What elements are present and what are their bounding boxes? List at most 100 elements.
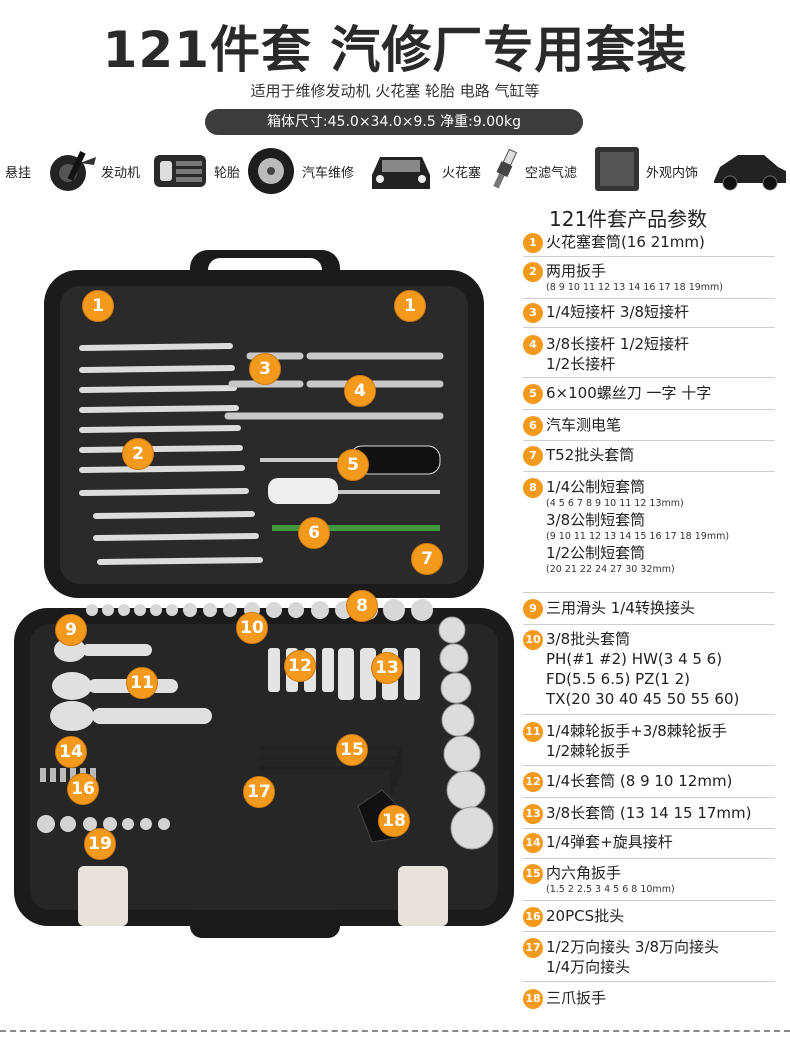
param-num: 7 bbox=[523, 446, 543, 466]
param-num: 2 bbox=[523, 262, 543, 282]
divider bbox=[523, 298, 775, 299]
callout-1b: 1 bbox=[394, 290, 426, 322]
param-detail: (20 21 22 24 27 30 32mm) bbox=[546, 564, 675, 575]
param-num: 8 bbox=[523, 478, 543, 498]
param-num: 11 bbox=[523, 722, 543, 742]
use-label-spark-plug: 火花塞 bbox=[442, 166, 482, 181]
callout-19: 19 bbox=[84, 828, 116, 860]
divider bbox=[523, 471, 775, 472]
param-num: 14 bbox=[523, 833, 543, 853]
use-label-air-filter: 空滤气滤 bbox=[525, 166, 578, 181]
callout-12: 12 bbox=[284, 650, 316, 682]
param-item-2: 2 两用扳手 (8 9 10 11 12 13 14 16 17 18 19mm… bbox=[523, 261, 788, 294]
callout-6: 6 bbox=[298, 517, 330, 549]
param-text: 1/4公制短套筒 bbox=[546, 478, 646, 496]
param-num: 13 bbox=[523, 804, 543, 824]
param-text: 三爪扳手 bbox=[546, 989, 607, 1007]
param-text: 3/8长接杆 1/2短接杆 bbox=[546, 335, 690, 353]
callout-15: 15 bbox=[336, 734, 368, 766]
divider bbox=[523, 592, 775, 593]
callout-2: 2 bbox=[122, 438, 154, 470]
param-item-11: 11 1/4棘轮扳手+3/8棘轮扳手 1/2棘轮扳手 bbox=[523, 721, 788, 761]
divider bbox=[523, 858, 775, 859]
param-item-9: 9 三用滑头 1/4转换接头 bbox=[523, 598, 788, 619]
callout-9: 9 bbox=[55, 614, 87, 646]
callout-14: 14 bbox=[55, 736, 87, 768]
callout-4: 4 bbox=[344, 375, 376, 407]
divider bbox=[523, 981, 775, 982]
param-text: 1/2长接杆 bbox=[546, 355, 616, 373]
params-title: 121件套产品参数 bbox=[549, 207, 708, 231]
callout-13: 13 bbox=[371, 652, 403, 684]
param-num: 17 bbox=[523, 938, 543, 958]
param-text: 3/8公制短套筒 bbox=[546, 511, 646, 529]
callout-10: 10 bbox=[236, 612, 268, 644]
param-item-3: 3 1/4短接杆 3/8短接杆 bbox=[523, 302, 788, 323]
use-label-engine: 发动机 bbox=[101, 166, 141, 181]
use-label-tire: 轮胎 bbox=[214, 166, 241, 181]
param-text: 20PCS批头 bbox=[546, 907, 625, 925]
param-item-14: 14 1/4弹套+旋具接杆 bbox=[523, 832, 788, 853]
param-num: 5 bbox=[523, 384, 543, 404]
param-text: T52批头套筒 bbox=[546, 446, 635, 464]
param-text: 1/2公制短套筒 bbox=[546, 544, 646, 562]
param-text: 1/4弹套+旋具接杆 bbox=[546, 833, 673, 851]
param-text: 火花塞套筒(16 21mm) bbox=[546, 233, 705, 251]
param-text: FD(5.5 6.5) PZ(1 2) bbox=[546, 670, 691, 688]
engine-icon bbox=[154, 155, 206, 187]
spark-plug-icon bbox=[493, 148, 518, 189]
divider bbox=[523, 327, 775, 328]
param-detail: (9 10 11 12 13 14 15 16 17 18 19mm) bbox=[546, 531, 730, 542]
param-text: TX(20 30 40 45 50 55 60) bbox=[546, 690, 740, 708]
param-item-7: 7 T52批头套筒 bbox=[523, 445, 788, 466]
param-num: 15 bbox=[523, 864, 543, 884]
param-num: 10 bbox=[523, 630, 543, 650]
param-num: 1 bbox=[523, 233, 543, 253]
param-item-13: 13 3/8长套筒 (13 14 15 17mm) bbox=[523, 803, 788, 824]
param-text: 1/2万向接头 3/8万向接头 bbox=[546, 938, 720, 956]
suspension-icon bbox=[50, 151, 96, 191]
divider bbox=[523, 714, 775, 715]
divider bbox=[523, 931, 775, 932]
tire-icon bbox=[248, 148, 294, 194]
divider bbox=[523, 828, 775, 829]
param-item-5: 5 6×100螺丝刀 一字 十字 bbox=[523, 383, 788, 404]
param-item-6: 6 汽车测电笔 bbox=[523, 415, 788, 436]
divider bbox=[523, 377, 775, 378]
param-text: 汽车测电笔 bbox=[546, 416, 622, 434]
usage-row: 悬挂 发动机 轮胎 汽车维修 火花塞 空滤气滤 外观内饰 bbox=[0, 145, 790, 197]
car-side-icon bbox=[714, 155, 786, 191]
divider bbox=[523, 440, 775, 441]
callout-17: 17 bbox=[243, 776, 275, 808]
car-front-icon bbox=[372, 157, 430, 189]
param-num: 16 bbox=[523, 907, 543, 927]
param-item-17: 17 1/2万向接头 3/8万向接头 1/4万向接头 bbox=[523, 937, 788, 977]
divider bbox=[523, 409, 775, 410]
param-text: 6×100螺丝刀 一字 十字 bbox=[546, 384, 712, 402]
callout-5: 5 bbox=[337, 449, 369, 481]
param-num: 3 bbox=[523, 303, 543, 323]
divider bbox=[523, 624, 775, 625]
param-detail: (1.5 2 2.5 3 4 5 6 8 10mm) bbox=[546, 884, 675, 895]
air-filter-icon bbox=[595, 147, 639, 191]
param-item-15: 15 内六角扳手 (1.5 2 2.5 3 4 5 6 8 10mm) bbox=[523, 863, 788, 896]
param-item-1: 1 火花塞套筒(16 21mm) bbox=[523, 232, 788, 253]
use-label-suspension: 悬挂 bbox=[5, 166, 32, 181]
bottom-divider bbox=[0, 1030, 790, 1032]
param-item-16: 16 20PCS批头 bbox=[523, 906, 788, 927]
param-text: 1/4万向接头 bbox=[546, 958, 631, 976]
param-detail: (8 9 10 11 12 13 14 16 17 18 19mm) bbox=[546, 282, 724, 293]
param-item-8: 8 1/4公制短套筒 (4 5 6 7 8 9 10 11 12 13mm) 3… bbox=[523, 477, 788, 576]
subtitle: 适用于维修发动机 火花塞 轮胎 电路 气缸等 bbox=[250, 82, 540, 100]
divider bbox=[523, 256, 775, 257]
param-num: 18 bbox=[523, 989, 543, 1009]
param-text: 1/2棘轮扳手 bbox=[546, 742, 631, 760]
spec-bar: 箱体尺寸:45.0×34.0×9.5 净重:9.00kg bbox=[205, 109, 583, 135]
param-text: 3/8长套筒 (13 14 15 17mm) bbox=[546, 804, 752, 822]
callout-7: 7 bbox=[411, 543, 443, 575]
param-num: 9 bbox=[523, 599, 543, 619]
callout-8: 8 bbox=[346, 590, 378, 622]
param-text: 3/8批头套筒 bbox=[546, 630, 631, 648]
param-text: 内六角扳手 bbox=[546, 864, 622, 882]
param-text: 两用扳手 bbox=[546, 262, 607, 280]
